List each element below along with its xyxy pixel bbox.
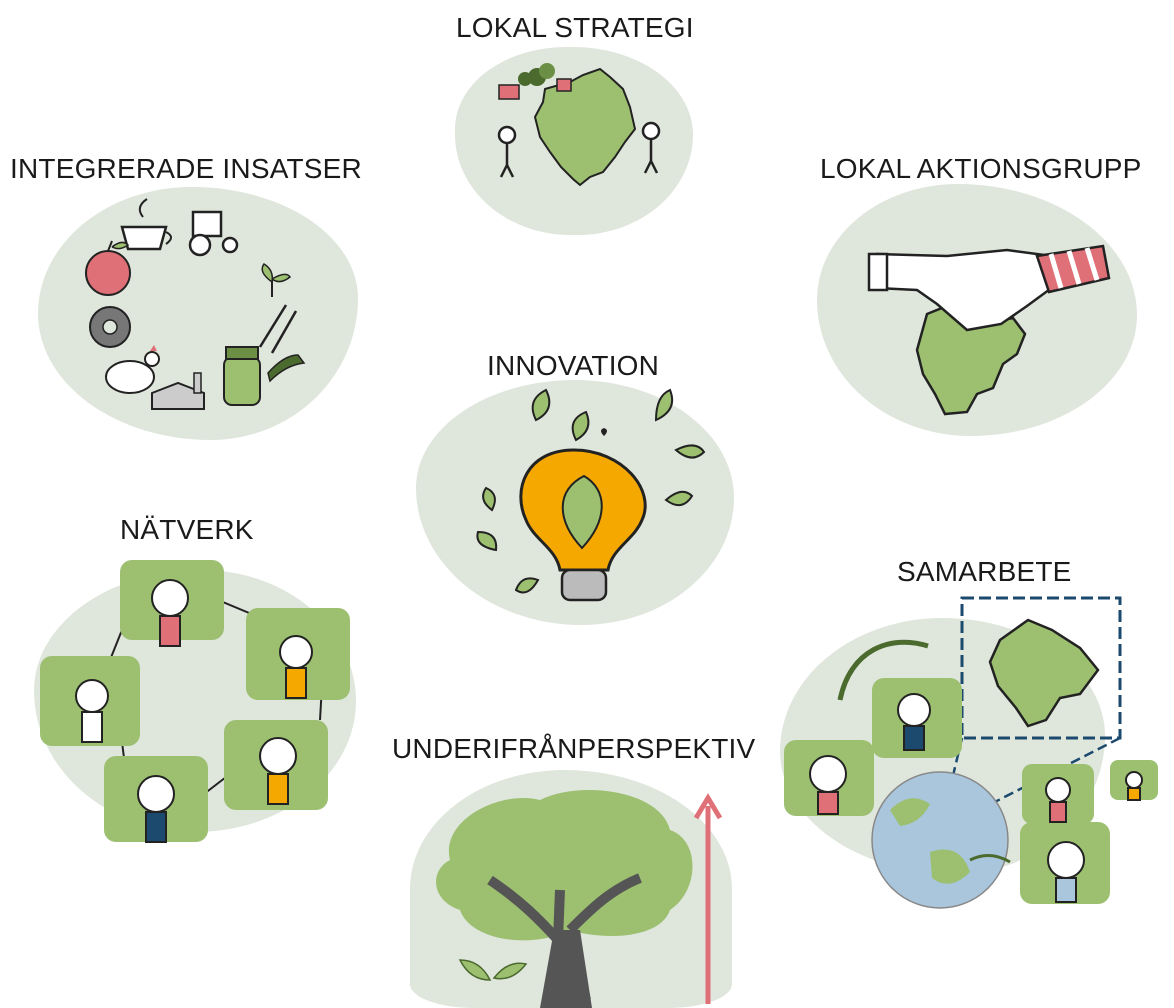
jar-icon	[223, 346, 261, 406]
chicken-icon	[105, 345, 160, 394]
tree-icon	[436, 790, 723, 1008]
avatar	[75, 579, 313, 843]
person-left-icon	[497, 125, 517, 178]
person-right-icon	[641, 121, 661, 174]
gear-icon	[89, 306, 131, 348]
integrerade-icons	[85, 198, 306, 410]
apple-icon	[85, 240, 131, 296]
title-lokal-strategi: LOKAL STRATEGI	[456, 12, 694, 43]
title-samarbete: SAMARBETE	[897, 556, 1072, 587]
region-map-icon	[497, 63, 661, 187]
sprout-icon	[458, 959, 528, 981]
globe-icon	[871, 771, 1009, 909]
title-integrerade-insatser: INTEGRERADE INSATSER	[10, 153, 362, 184]
network-people-icon	[40, 560, 350, 843]
factory-icon	[151, 372, 205, 410]
title-innovation: INNOVATION	[487, 350, 660, 381]
title-lokal-aktionsgrupp: LOKAL AKTIONSGRUPP	[820, 153, 1142, 184]
striped-sleeve-icon	[1035, 244, 1111, 294]
leaves-icon	[476, 388, 706, 594]
handshake-icon	[867, 244, 1111, 416]
sprout-icon	[261, 263, 292, 297]
cooperation-icon	[784, 596, 1158, 909]
up-arrow-icon	[693, 793, 723, 1004]
avatar	[809, 693, 1143, 903]
title-underifranperspektiv: UNDERIFRÅNPERSPEKTIV	[392, 733, 756, 764]
title-natverk: NÄTVERK	[120, 514, 254, 545]
zoom-frame	[960, 596, 1122, 740]
tractor-icon	[188, 210, 239, 257]
fork-knife-icon	[258, 304, 298, 354]
coffee-cup-icon	[120, 198, 172, 251]
trees-icon	[518, 63, 555, 86]
lightbulb-icon	[476, 388, 706, 602]
